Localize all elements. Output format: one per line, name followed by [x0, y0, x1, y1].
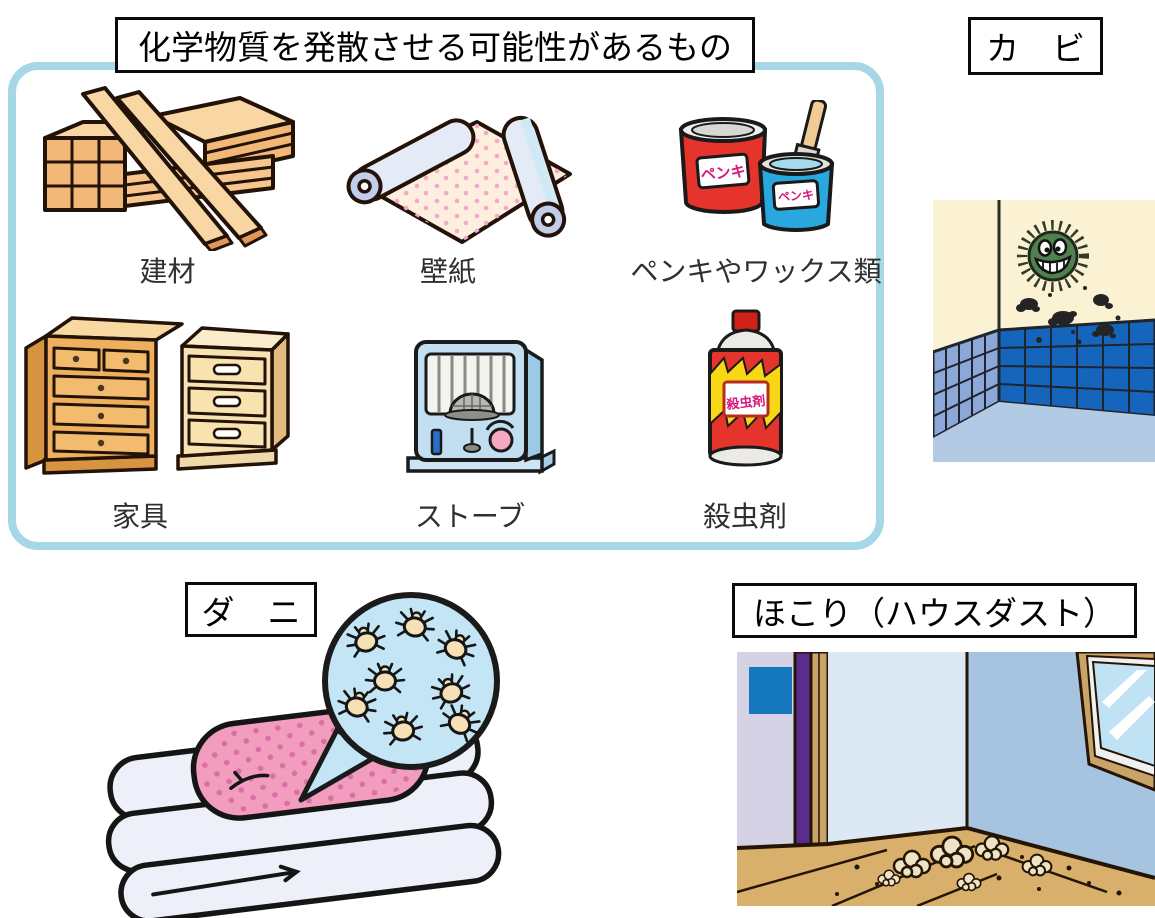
item-label-insecticide: 殺虫剤 — [702, 501, 787, 532]
mites-title: ダ ニ — [201, 593, 301, 631]
item-label-paint: ペンキやワックス類 — [630, 256, 882, 287]
spray-can-label-text: 殺虫剤 — [725, 393, 766, 412]
item-label-wallpaper: 壁紙 — [419, 256, 476, 287]
mites-title-box: ダ ニ — [185, 582, 317, 637]
item-label-furniture: 家具 — [111, 501, 168, 532]
dust-title-box: ほこり（ハウスダスト） — [732, 583, 1137, 638]
chemicals-title: 化学物質を発散させる可能性があるもの — [138, 29, 732, 66]
mold-spots — [1016, 286, 1121, 345]
lumber-icon — [43, 86, 295, 251]
wallpaper-rolls-icon — [346, 115, 572, 244]
kerosene-heater-icon — [406, 340, 556, 475]
dust-room-illustration — [737, 652, 1155, 906]
mold-monster-icon — [1017, 220, 1089, 292]
paint-cans-icon: ペンキ ペンキ — [678, 100, 835, 232]
futon-mites-illustration — [105, 592, 502, 918]
folded-futon — [105, 702, 502, 918]
chemicals-title-box: 化学物質を発散させる可能性があるもの — [115, 17, 755, 73]
mold-title-box: カ ビ — [968, 17, 1103, 75]
mold-title: カ ビ — [986, 30, 1085, 67]
insecticide-spray-icon: 殺虫剤 — [708, 309, 783, 467]
item-label-lumber: 建材 — [139, 256, 196, 287]
item-label-stove: ストーブ — [414, 501, 526, 532]
paint-can-label-text: ペンキ — [700, 163, 746, 184]
chest-of-drawers-icon — [24, 316, 290, 475]
window — [1075, 652, 1155, 792]
dust-title: ほこり（ハウスダスト） — [753, 594, 1116, 632]
paint-can-label-text: ペンキ — [778, 188, 815, 204]
bathroom-corner-mold-illustration — [933, 200, 1155, 462]
